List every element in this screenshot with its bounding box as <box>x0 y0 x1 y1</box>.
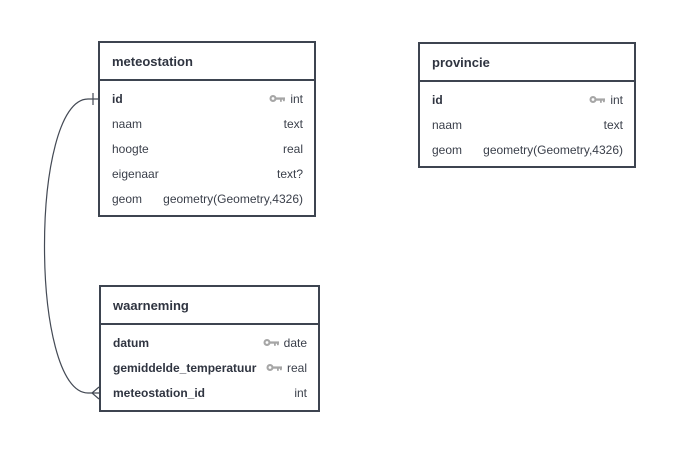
table-fields: datum date gemiddelde_temperatuur <box>101 325 318 405</box>
field-type: real <box>282 141 303 156</box>
field-row-geom[interactable]: geom geometry(Geometry,4326) <box>420 137 634 162</box>
field-type-cell: int <box>269 92 303 106</box>
relationship-line <box>43 98 99 394</box>
field-name: naam <box>432 117 463 132</box>
key-icon <box>263 339 279 346</box>
table-title: waarneming <box>101 287 318 325</box>
field-type-cell: date <box>263 336 307 350</box>
field-name: naam <box>112 116 143 131</box>
field-row-datum[interactable]: datum date <box>101 330 318 355</box>
field-name: eigenaar <box>112 166 159 181</box>
field-row-eigenaar[interactable]: eigenaar text? <box>100 161 314 186</box>
field-type: geometry(Geometry,4326) <box>163 191 303 206</box>
field-name: geom <box>112 191 143 206</box>
field-row-meteostation-id[interactable]: meteostation_id int <box>101 380 318 405</box>
field-name: gemiddelde_temperatuur <box>113 360 257 375</box>
table-meteostation[interactable]: meteostation id int naam text hoogte rea… <box>98 41 316 217</box>
key-icon <box>589 96 606 103</box>
table-title: meteostation <box>100 43 314 81</box>
field-name: id <box>112 91 123 106</box>
many-cardinality-marker <box>91 386 100 400</box>
field-row-naam[interactable]: naam text <box>100 111 314 136</box>
table-fields: id int naam text hoogte real eigenaar t <box>100 81 314 211</box>
field-type: text <box>603 117 623 132</box>
field-type: int <box>290 91 303 106</box>
field-type: int <box>294 385 307 400</box>
field-type: text? <box>276 166 303 181</box>
field-row-naam[interactable]: naam text <box>420 112 634 137</box>
field-row-geom[interactable]: geom geometry(Geometry,4326) <box>100 186 314 211</box>
field-name: id <box>432 92 443 107</box>
field-type-cell: real <box>266 361 307 375</box>
field-name: hoogte <box>112 141 149 156</box>
field-row-hoogte[interactable]: hoogte real <box>100 136 314 161</box>
field-name: meteostation_id <box>113 385 206 400</box>
table-waarneming[interactable]: waarneming datum date gemiddelde_tempera… <box>99 285 320 412</box>
field-type: text <box>283 116 303 131</box>
table-fields: id int naam text geom geometry(Geometry,… <box>420 82 634 162</box>
field-type: date <box>283 335 307 350</box>
field-name: datum <box>113 335 149 350</box>
key-icon <box>269 95 286 102</box>
field-row-gemiddelde-temperatuur[interactable]: gemiddelde_temperatuur real <box>101 355 318 380</box>
key-icon <box>266 364 282 371</box>
field-type: int <box>610 92 623 107</box>
field-type: real <box>286 360 307 375</box>
field-row-id[interactable]: id int <box>420 87 634 112</box>
field-type: geometry(Geometry,4326) <box>483 142 623 157</box>
table-provincie[interactable]: provincie id int naam text geom geometry… <box>418 42 636 168</box>
field-name: geom <box>432 142 463 157</box>
table-title: provincie <box>420 44 634 82</box>
field-row-id[interactable]: id int <box>100 86 314 111</box>
field-type-cell: int <box>589 93 623 107</box>
